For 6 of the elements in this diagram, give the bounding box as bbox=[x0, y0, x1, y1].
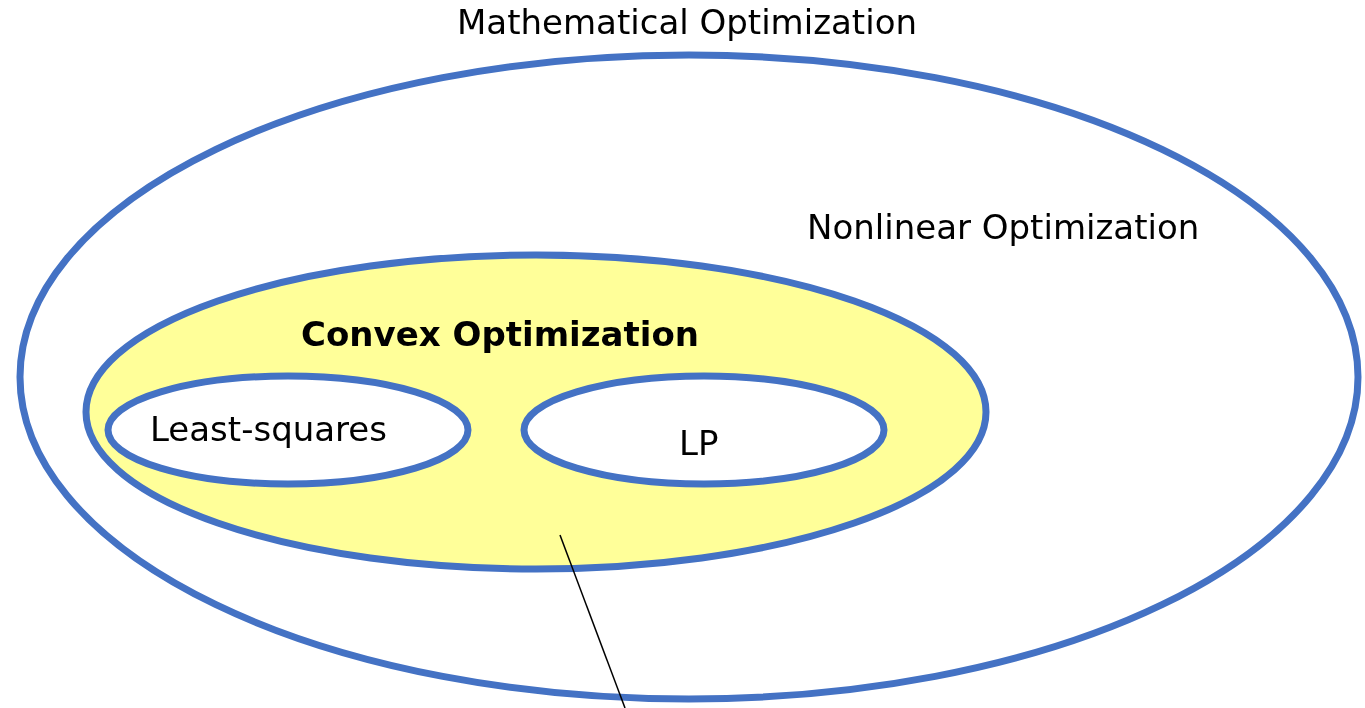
set-label: LP bbox=[679, 423, 719, 463]
set-label: Convex Optimization bbox=[301, 314, 699, 354]
set-label: Least-squares bbox=[150, 409, 387, 449]
set-title: Mathematical Optimization bbox=[457, 2, 917, 42]
set-label: Nonlinear Optimization bbox=[807, 207, 1200, 247]
leader-line bbox=[559, 534, 626, 708]
